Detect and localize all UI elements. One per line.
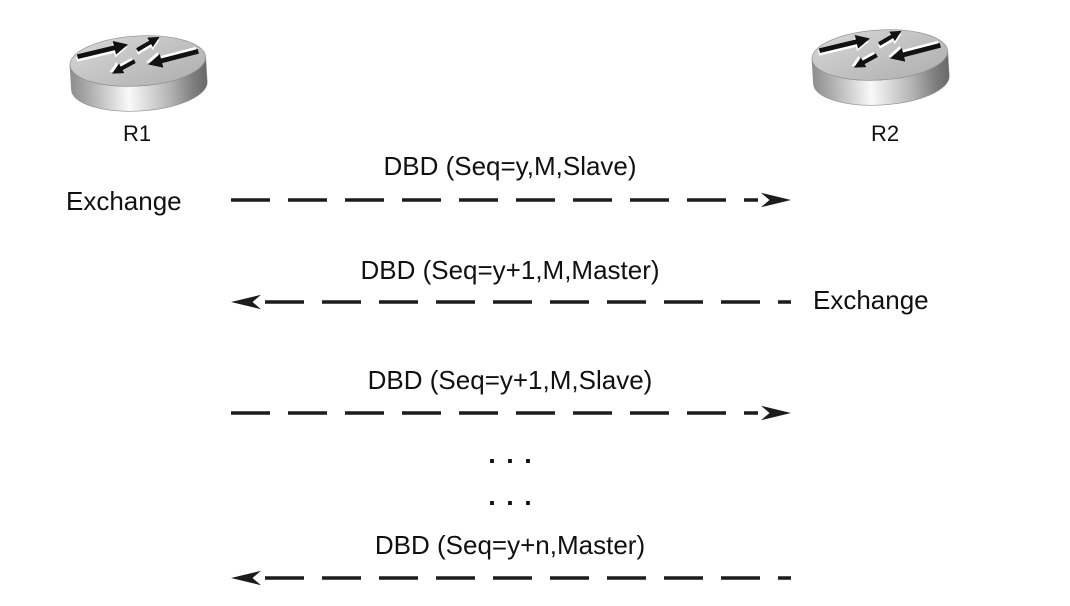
router-icon (810, 28, 950, 114)
message-arrow-right-3 (231, 405, 791, 421)
message-label-2: DBD (Seq=y+1,M,Master) (360, 255, 660, 285)
message-arrow-left-4 (231, 570, 791, 586)
ellipsis-row-1: . . . (488, 439, 532, 469)
message-label-4: DBD (Seq=y+n,Master) (374, 530, 646, 560)
router-r2-label: R2 (870, 121, 900, 146)
message-arrow-left-2 (231, 294, 791, 310)
router-r2 (810, 28, 950, 119)
router-icon (68, 34, 208, 120)
state-exchange-right: Exchange (813, 285, 929, 315)
message-label-3: DBD (Seq=y+1,M,Slave) (367, 365, 653, 395)
ellipsis-row-2: . . . (488, 481, 532, 511)
router-r1-label: R1 (122, 121, 152, 146)
router-r1 (68, 34, 208, 125)
message-label-1: DBD (Seq=y,M,Slave) (383, 151, 637, 181)
state-exchange-left: Exchange (66, 186, 182, 216)
message-arrow-right-1 (231, 192, 791, 208)
